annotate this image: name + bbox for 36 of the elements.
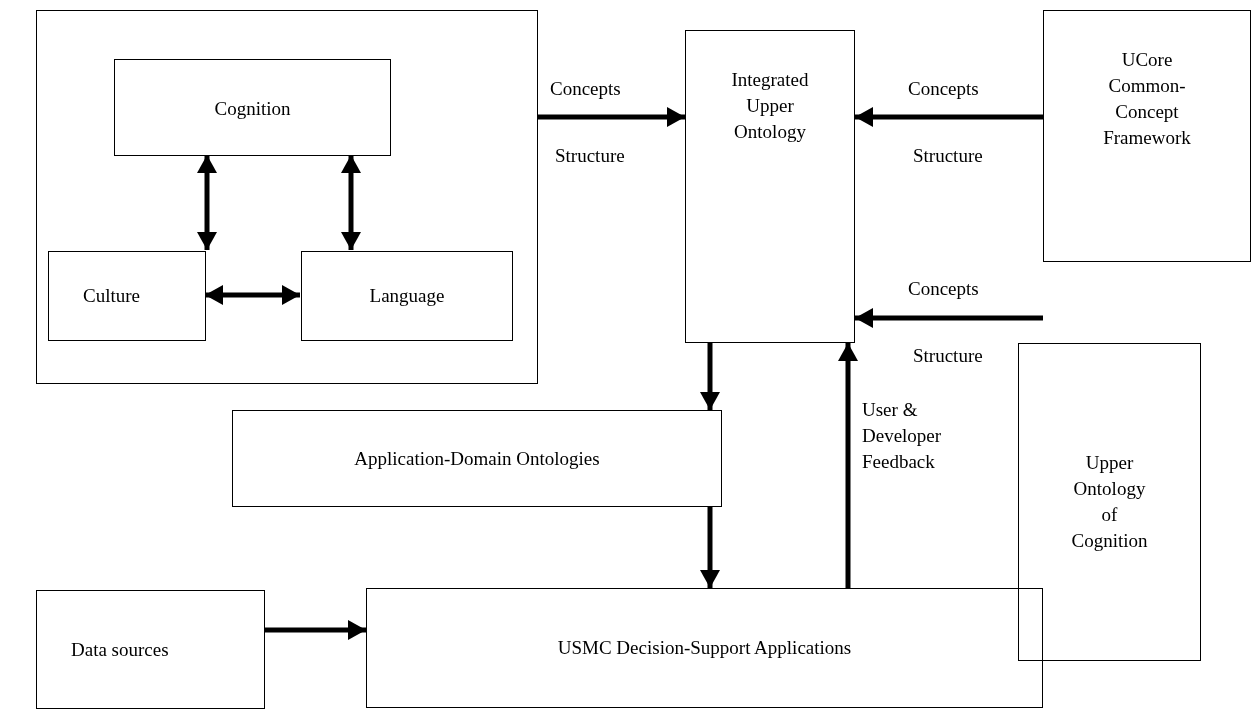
arrow <box>855 107 1043 127</box>
process-box <box>36 590 265 709</box>
arrow <box>205 285 300 305</box>
box-text: Application-Domain Ontologies <box>353 446 601 471</box>
process-box <box>1043 10 1251 262</box>
process-box <box>232 410 722 507</box>
box-text: Cognition <box>213 97 292 121</box>
process-box <box>366 588 1043 708</box>
text-label: Structure <box>555 144 625 168</box>
text-label: Structure <box>913 144 983 168</box>
process-box <box>685 30 855 343</box>
edge-label: Concepts <box>908 277 980 301</box>
group-box <box>36 10 538 384</box>
arrow <box>700 507 720 588</box>
arrow <box>341 155 361 250</box>
arrow <box>265 620 366 640</box>
box-text: Data sources <box>70 637 170 662</box>
box-text: Integrated Upper Ontology <box>730 68 810 144</box>
arrow <box>855 308 1043 328</box>
process-box <box>114 59 391 156</box>
box-text: Culture <box>82 284 141 308</box>
process-box <box>48 251 206 341</box>
arrow <box>700 343 720 410</box>
text-label: Structure <box>913 344 983 368</box>
edge-label: Concepts <box>908 77 980 101</box>
edge-label: User & Developer Feedback <box>862 398 943 474</box>
edge-label: Concepts <box>550 77 622 101</box>
box-text: USMC Decision-Support Applications <box>556 636 853 660</box>
process-box <box>1018 343 1201 661</box>
process-box <box>301 251 513 341</box>
box-text: Upper Ontology of Cognition <box>1070 451 1149 553</box>
arrow <box>197 155 217 250</box>
box-text: UCore Common-Concept Framework <box>1102 48 1192 150</box>
box-text: Language <box>368 284 446 308</box>
arrow <box>838 343 858 588</box>
arrow <box>538 107 685 127</box>
